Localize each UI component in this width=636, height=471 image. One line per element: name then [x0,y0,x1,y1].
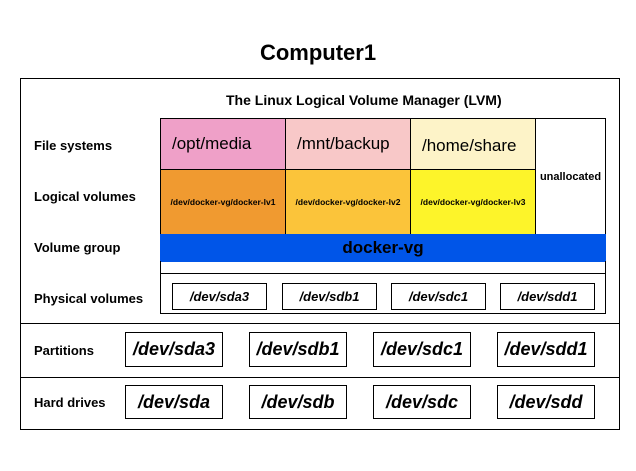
physical-volumes-container [160,261,606,314]
partition-sda3: /dev/sda3 [125,332,223,367]
hard-drive-sdb: /dev/sdb [249,385,347,419]
hard-drive-sda: /dev/sda [125,385,223,419]
physical-volume-sdd1: /dev/sdd1 [500,283,595,310]
file-system-mnt-backup: /mnt/backup [285,118,411,170]
partition-sdd1: /dev/sdd1 [497,332,595,367]
file-system-home-share: /home/share [410,118,536,170]
lvm-heading: The Linux Logical Volume Manager (LVM) [226,92,502,108]
hard-drive-sdc: /dev/sdc [373,385,471,419]
row-label-hard-drives: Hard drives [34,395,106,410]
logical-volume-lv1: /dev/docker-vg/docker-lv1 [160,169,286,235]
physical-volumes-divider [160,273,606,274]
volume-group-docker-vg: docker-vg [160,234,606,262]
row-label-volume-group: Volume group [34,240,121,255]
partition-sdc1: /dev/sdc1 [373,332,471,367]
row-label-partitions: Partitions [34,343,94,358]
row-label-physical-volumes: Physical volumes [34,291,144,306]
row-label-logical-volumes: Logical volumes [34,189,136,204]
logical-volume-lv3: /dev/docker-vg/docker-lv3 [410,169,536,235]
physical-volume-sda3: /dev/sda3 [172,283,267,310]
hard-drive-sdd: /dev/sdd [497,385,595,419]
partition-sdb1: /dev/sdb1 [249,332,347,367]
physical-volume-sdb1: /dev/sdb1 [282,283,377,310]
physical-volume-sdc1: /dev/sdc1 [391,283,486,310]
diagram-title: Computer1 [259,40,377,65]
unallocated-space: unallocated [535,118,606,235]
logical-volume-lv2: /dev/docker-vg/docker-lv2 [285,169,411,235]
row-label-file-systems: File systems [34,138,113,153]
file-system-opt-media: /opt/media [160,118,286,170]
